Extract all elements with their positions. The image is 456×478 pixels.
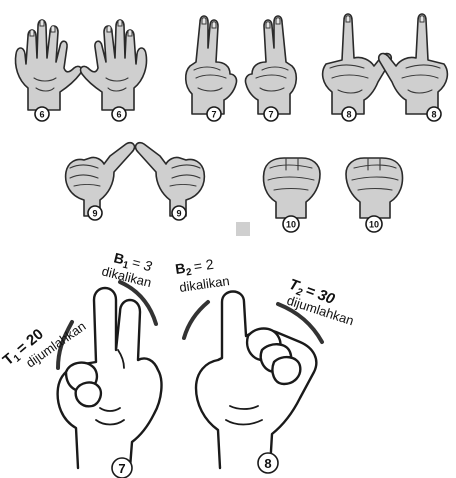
badge-nine-right: 9 [172,206,186,220]
badge-ten-left: 10 [283,216,299,232]
hand-six-left [16,20,82,110]
svg-text:10: 10 [369,220,379,230]
svg-text:8: 8 [431,110,436,120]
hand-nine-right [136,143,205,216]
svg-text:6: 6 [39,110,44,120]
hand-six-right [81,20,147,110]
hand-nine-left [66,143,135,216]
svg-text:9: 9 [92,209,97,219]
badge-six-left: 6 [35,107,49,121]
svg-text:9: 9 [176,209,181,219]
badge-eight-right: 8 [427,107,441,121]
hand-seven-right [245,16,296,114]
hand-ten-right [346,158,403,218]
badge-eight-left: 8 [342,107,356,121]
badge-six-right: 6 [112,107,126,121]
svg-text:6: 6 [116,110,121,120]
detail-badge-eight: 8 [258,453,278,473]
svg-text:8: 8 [264,456,271,471]
arc-b2 [184,302,208,338]
svg-text:10: 10 [286,220,296,230]
svg-text:7: 7 [118,461,125,476]
detail-badge-seven: 7 [112,458,132,478]
detail-hand-seven [58,288,162,468]
svg-text:7: 7 [211,110,216,120]
badge-nine-left: 9 [88,206,102,220]
hand-ten-left [264,158,321,218]
badge-seven-left: 7 [207,107,221,121]
badge-seven-right: 7 [264,107,278,121]
svg-text:8: 8 [346,110,351,120]
hand-eight-right [379,14,448,114]
detail-hand-eight [196,292,316,469]
svg-text:7: 7 [268,110,273,120]
hand-seven-left [186,16,237,114]
badge-ten-right: 10 [366,216,382,232]
grey-marker [236,222,250,236]
